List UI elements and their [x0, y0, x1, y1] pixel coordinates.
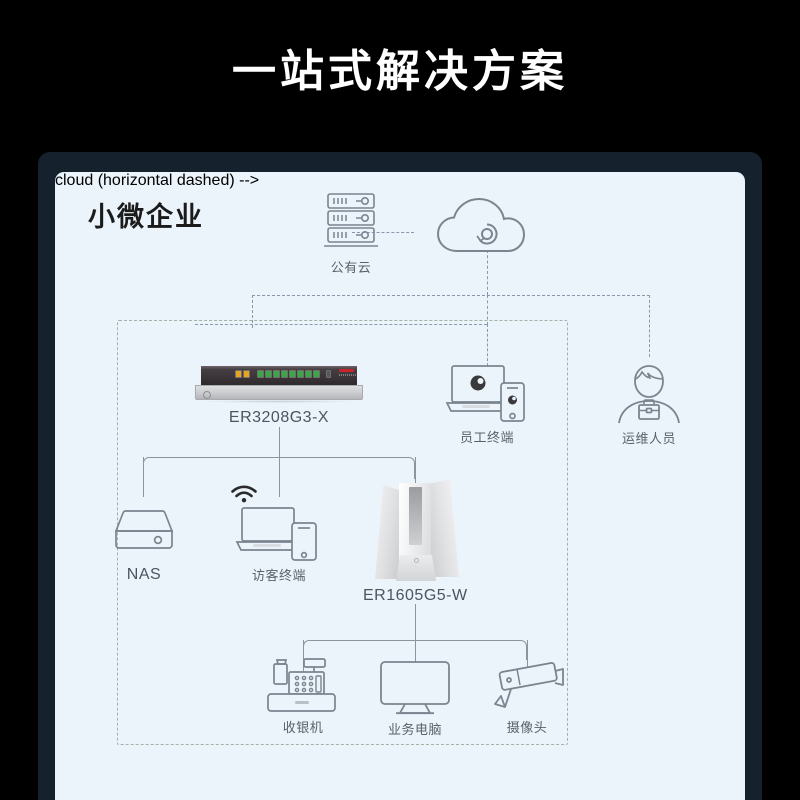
connector-router-down	[279, 427, 280, 469]
connector-employee-drop	[487, 324, 488, 366]
connector-cloud-to-server	[352, 232, 414, 233]
node-guest-terminal[interactable]: 访客终端	[229, 484, 329, 584]
connector-employee-stub	[195, 324, 487, 325]
connector-cloud-down	[487, 250, 488, 295]
diagram-panel: 小微企业 cloud (horizontal dashed) -->	[55, 172, 745, 800]
wifi-icon	[229, 484, 329, 506]
node-label: 收银机	[282, 720, 324, 735]
node-router-er3208g3x[interactable]: ER3208G3-X	[195, 366, 363, 427]
connector-bus-to-ops	[649, 295, 650, 357]
node-label: 运维人员	[621, 431, 676, 446]
monitor-icon	[370, 658, 460, 716]
person-briefcase-icon	[599, 357, 699, 425]
cloud-icon	[427, 194, 547, 256]
node-business-pc[interactable]: 业务电脑	[370, 658, 460, 738]
connector-branch-pc	[415, 640, 416, 670]
section-title: 小微企业	[88, 202, 204, 232]
rack-switch-icon	[195, 366, 363, 403]
node-nas[interactable]: NAS	[99, 502, 189, 584]
node-ap-er1605g5w[interactable]: ER1605G5-W	[363, 477, 467, 605]
node-cash-register[interactable]: 收银机	[258, 654, 348, 736]
node-label: 摄像头	[506, 720, 548, 735]
lan-zone-boundary	[117, 320, 568, 745]
connector-bus-to-employee	[487, 295, 488, 325]
node-camera[interactable]: 摄像头	[482, 656, 572, 736]
wireless-router-icon	[369, 477, 461, 581]
connector-ap-down	[415, 604, 416, 652]
nas-icon	[99, 502, 189, 558]
node-label: ER1605G5-W	[363, 587, 468, 604]
cctv-camera-icon	[482, 656, 572, 714]
server-rack-icon	[301, 192, 401, 254]
node-label: NAS	[126, 566, 162, 583]
laptop-phone-icon	[437, 362, 537, 424]
page-title: 一站式解决方案	[232, 47, 568, 96]
node-label: 业务电脑	[387, 722, 442, 737]
node-label: ER3208G3-X	[228, 409, 330, 426]
node-public-cloud[interactable]: 公有云	[301, 192, 401, 276]
cash-register-icon	[258, 654, 348, 714]
node-employee-terminal[interactable]: 员工终端	[437, 362, 537, 446]
node-label: 公有云	[330, 260, 372, 275]
connector-bus-horizontal	[252, 295, 650, 296]
connector-bus-to-lan	[252, 295, 253, 328]
connector-branch-cash	[303, 640, 304, 672]
node-label: 访客终端	[251, 568, 306, 583]
node-label: 员工终端	[459, 430, 514, 445]
connector-branch-nas	[143, 457, 144, 497]
connector-branch-camera	[527, 640, 528, 672]
node-ops-staff[interactable]: 运维人员	[599, 357, 699, 447]
connector-branch-guest	[279, 457, 280, 497]
laptop-phone-wifi-icon	[229, 506, 329, 562]
connector-branch-ap	[415, 457, 416, 485]
node-cloud[interactable]	[427, 194, 547, 259]
